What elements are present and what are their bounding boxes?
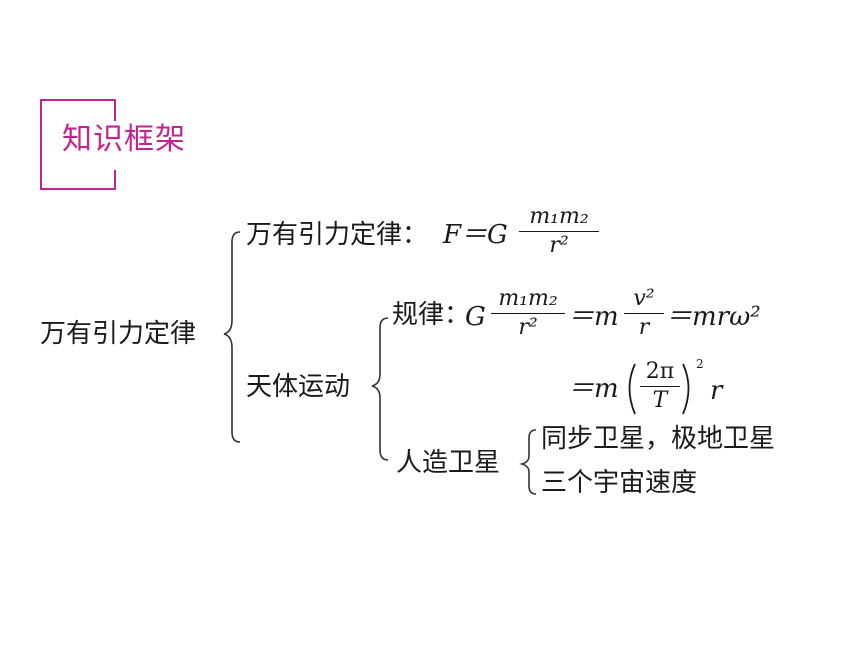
header-frame-right-top	[114, 99, 116, 121]
rule-eq3-power: 2	[696, 357, 704, 371]
rule-eq1: ＝m	[568, 302, 619, 332]
rule-g: G	[465, 302, 486, 332]
header-frame-right-bottom	[114, 170, 116, 188]
rule-frac3-denominator: T	[652, 388, 668, 414]
law-fraction: m₁m₂ r²	[519, 204, 599, 259]
right-paren	[682, 363, 690, 415]
law-frac-numerator: m₁m₂	[529, 204, 589, 229]
rule-frac3-numerator: 2π	[645, 359, 675, 384]
rule-frac1-numerator: m₁m₂	[498, 286, 558, 311]
satellite-item-1: 同步卫星，极地卫星	[541, 424, 776, 454]
satellite-item-2: 三个宇宙速度	[541, 468, 698, 498]
rule-label: 规律：	[392, 300, 471, 330]
celestial-brace	[371, 317, 389, 461]
law-label: 万有引力定律：	[246, 220, 429, 250]
page-title: 知识框架	[62, 122, 186, 157]
satellite-brace	[519, 429, 537, 495]
left-paren	[628, 363, 636, 415]
rule-eq3-prefix: ＝m	[568, 374, 619, 404]
law-formula-prefix: F＝G	[443, 220, 508, 250]
rule-eq2: ＝mrω²	[666, 302, 761, 332]
rule-eq3-suffix: r	[710, 376, 723, 406]
law-frac-denominator: r²	[549, 233, 569, 259]
rule-fraction-3: 2π T	[640, 359, 680, 414]
rule-frac1-bar	[491, 313, 565, 315]
celestial-label: 天体运动	[246, 372, 351, 402]
root-brace	[223, 231, 241, 443]
rule-frac2-numerator: v²	[633, 286, 655, 311]
satellite-label: 人造卫星	[396, 448, 501, 478]
header-frame	[40, 99, 116, 190]
rule-frac3-bar	[640, 386, 680, 388]
rule-fraction-2: v² r	[624, 286, 664, 341]
rule-fraction-1: m₁m₂ r²	[491, 286, 565, 341]
rule-frac1-denominator: r²	[518, 315, 538, 341]
rule-frac2-bar	[624, 313, 664, 315]
rule-frac2-denominator: r	[638, 315, 650, 341]
tree-root-label: 万有引力定律	[40, 319, 197, 349]
law-frac-bar	[519, 231, 599, 233]
